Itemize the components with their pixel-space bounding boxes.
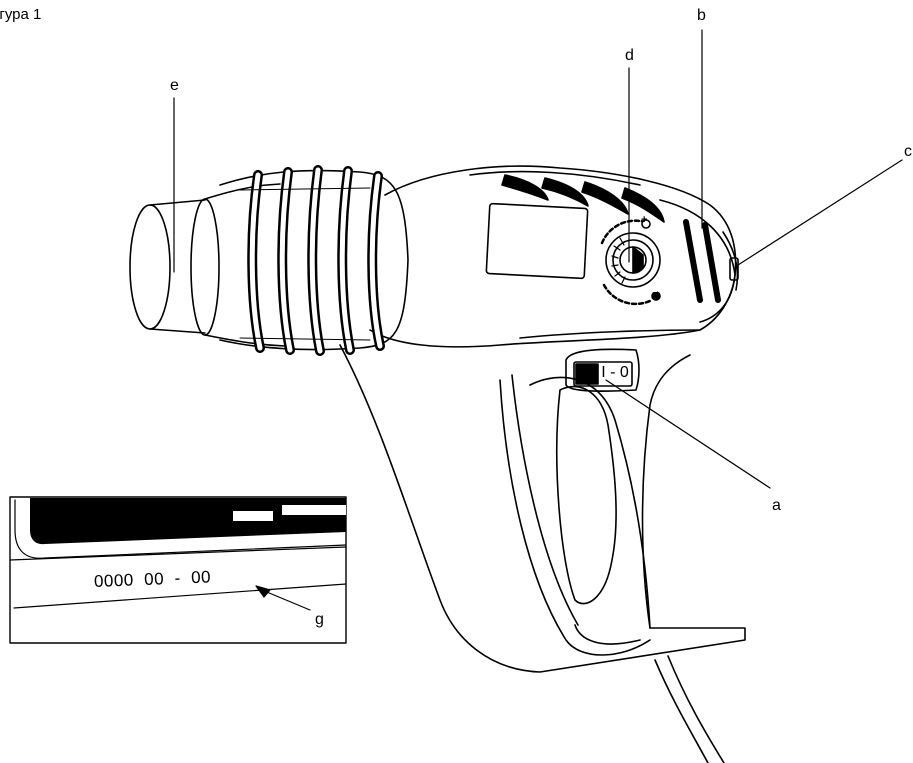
leader-c xyxy=(737,159,903,266)
power-switch xyxy=(565,348,640,392)
dial-minus-mark: − xyxy=(651,286,658,298)
rear-vents xyxy=(501,174,665,223)
leader-a xyxy=(605,379,771,489)
callout-e: e xyxy=(170,77,179,94)
vented-barrel xyxy=(219,165,409,356)
callout-g: g xyxy=(315,611,324,628)
dial-plus-mark: + xyxy=(641,214,648,226)
nozzle xyxy=(129,183,286,347)
power-cable xyxy=(654,655,725,763)
date-code-inset xyxy=(9,496,347,644)
switch-label: I - 0 xyxy=(601,364,629,381)
leader-g xyxy=(261,589,311,611)
callout-d: d xyxy=(625,47,634,64)
figure-title: игура 1 xyxy=(0,6,42,23)
callout-a: a xyxy=(772,497,781,514)
callout-b: b xyxy=(697,7,706,24)
rear-cap xyxy=(659,199,739,323)
temperature-dial xyxy=(600,219,661,306)
leader-lines xyxy=(173,29,903,611)
callout-c: c xyxy=(904,143,912,160)
main-housing xyxy=(369,165,737,348)
handle-body xyxy=(339,344,746,673)
arrowhead-g xyxy=(255,585,271,598)
